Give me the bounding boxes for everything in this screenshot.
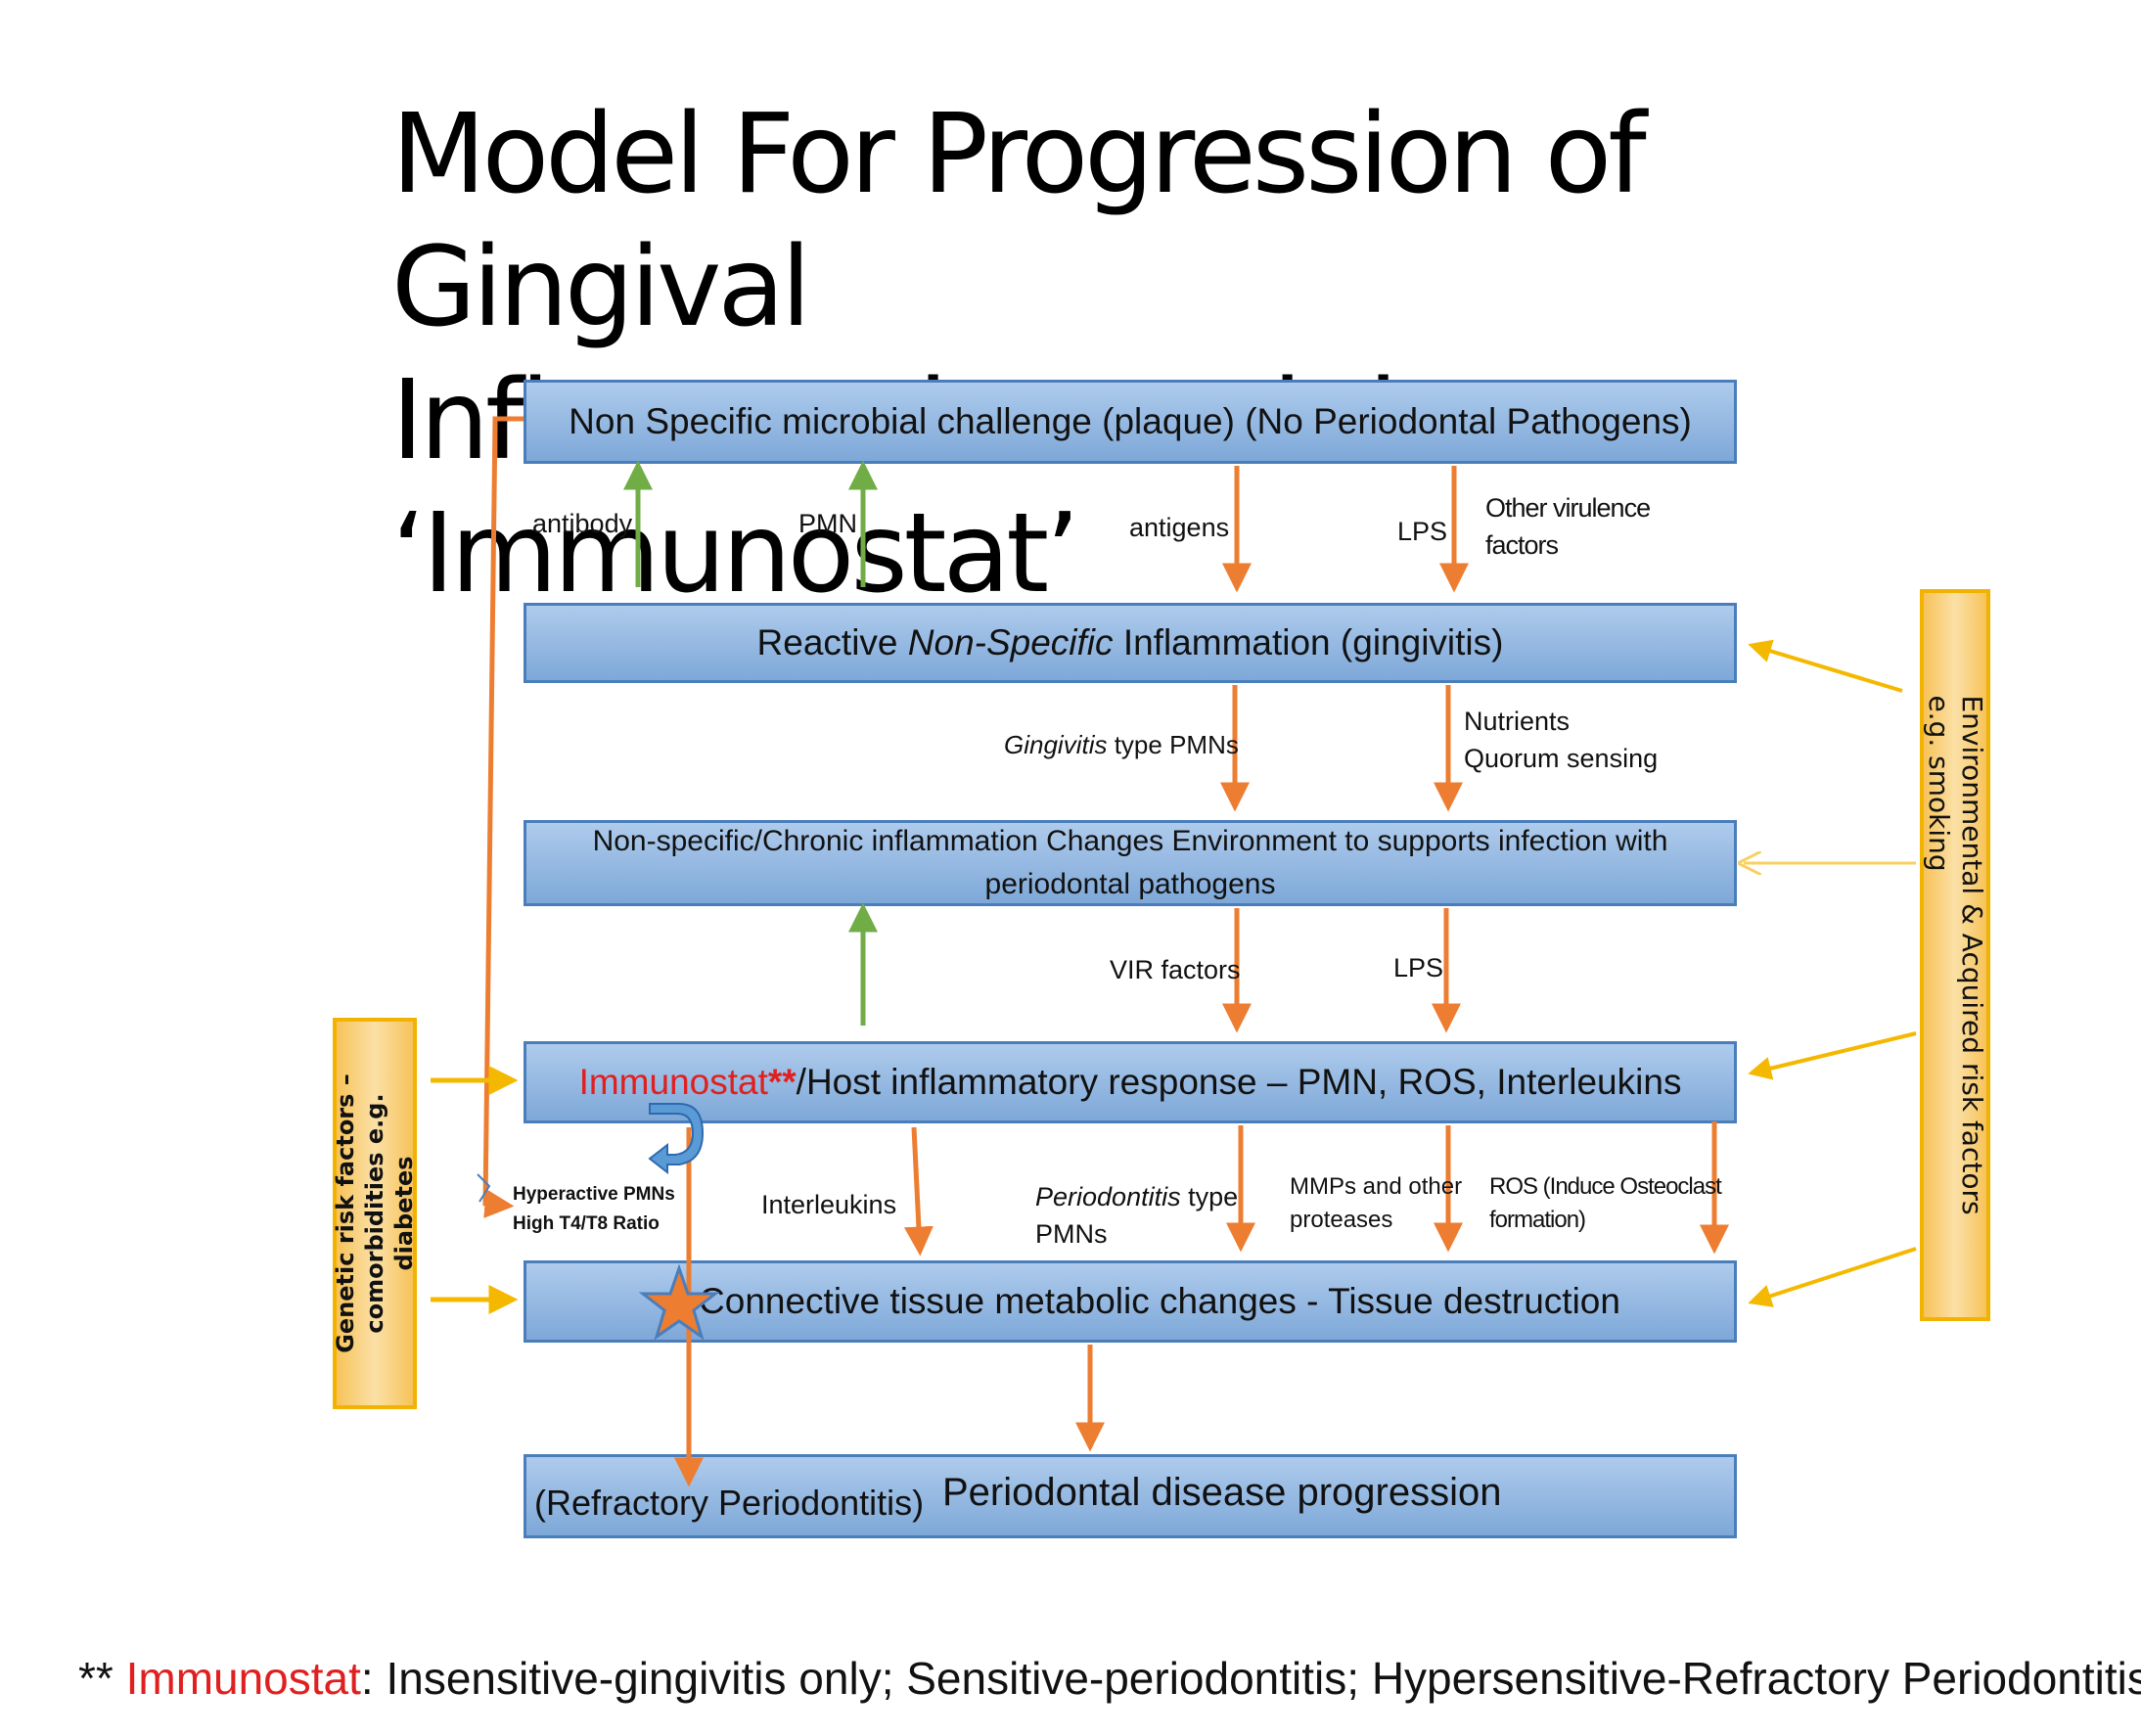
immunostat-stars: ** [767, 1062, 797, 1102]
footer-immunostat: Immunostat [125, 1653, 361, 1704]
hyperactive-feedback-loop [482, 416, 524, 1218]
reactive-suffix: Inflammation (gingivitis) [1113, 622, 1504, 662]
interleukins-arrow [903, 1126, 934, 1256]
ros-line-2: formation) [1489, 1207, 1586, 1233]
vir-factors-label: VIR factors [1110, 955, 1241, 984]
footer-stars: ** [78, 1653, 126, 1704]
periodontitis-pmns-line: PMNs [1035, 1219, 1108, 1249]
nutrients-quorum-label: Nutrients Quorum sensing [1464, 703, 1658, 777]
host-response-text: /Host inflammatory response – PMN, ROS, … [796, 1062, 1682, 1102]
ros-label: ROS (Induce Osteoclast formation) [1489, 1170, 1722, 1237]
gingivitis-pmns-suffix: type PMNs [1107, 730, 1239, 759]
periodontitis-type-suffix: type [1180, 1182, 1239, 1211]
hyperactive-pmns-line-2: High T4/T8 Ratio [513, 1213, 660, 1234]
other-virulence-line-1: Other virulence [1485, 493, 1651, 523]
box-chronic-inflammation: Non-specific/Chronic inflammation Change… [524, 820, 1737, 906]
mmps-line-2: proteases [1290, 1207, 1393, 1233]
title-line-1: Model For Progression of Gingival [391, 91, 1647, 351]
curved-blue-arrow-icon [648, 1103, 705, 1175]
periodontitis-pmns-label: Periodontitis type PMNs [1035, 1178, 1238, 1253]
other-virulence-line-2: factors [1485, 530, 1559, 560]
box-disease-progression: (Refractory Periodontitis) Periodontal d… [524, 1454, 1737, 1538]
box-reactive-inflammation: Reactive Non-Specific Inflammation (ging… [524, 603, 1737, 683]
genetic-risk-panel [333, 1018, 417, 1409]
antibody-label: antibody [532, 509, 633, 538]
star-icon [638, 1263, 720, 1341]
antigens-label: antigens [1129, 513, 1230, 542]
mmps-line-1: MMPs and other [1290, 1173, 1463, 1200]
refractory-periodontitis-label: (Refractory Periodontitis) [534, 1483, 925, 1523]
env-to-host-arrow [1748, 1031, 1917, 1080]
hyperactive-pmns-line-1: Hyperactive PMNs [513, 1184, 675, 1205]
reactive-prefix: Reactive [756, 622, 908, 662]
immunostat-term: Immunostat [578, 1062, 768, 1102]
env-to-tissue-arrow [1748, 1247, 1917, 1307]
box-microbial-challenge: Non Specific microbial challenge (plaque… [524, 380, 1737, 464]
non-specific-term: Non-Specific [907, 622, 1114, 662]
periodontitis-term: Periodontitis [1035, 1182, 1181, 1211]
other-virulence-label: Other virulence factors [1485, 489, 1651, 564]
hyperactive-pmns-label: Hyperactive PMNs High T4/T8 Ratio [513, 1180, 675, 1239]
footer-note: ** Immunostat: Insensitive-gingivitis on… [78, 1652, 2141, 1705]
box-reactive-inflammation-text: Reactive Non-Specific Inflammation (ging… [757, 622, 1504, 663]
lps-label-1: LPS [1397, 517, 1448, 546]
mmps-label: MMPs and other proteases [1290, 1170, 1462, 1237]
footer-definition: : Insensitive-gingivitis only; Sensitive… [360, 1653, 2141, 1704]
box-tissue-destruction: Connective tissue metabolic changes - Ti… [524, 1260, 1737, 1343]
blue-tick-mark [477, 1173, 491, 1203]
pmn-label: PMN [798, 509, 857, 538]
env-to-reactive-arrow [1748, 639, 1903, 693]
interleukins-label: Interleukins [761, 1190, 897, 1219]
quorum-sensing-line: Quorum sensing [1464, 744, 1659, 773]
box-microbial-challenge-text: Non Specific microbial challenge (plaque… [569, 401, 1692, 441]
box-tissue-destruction-text: Connective tissue metabolic changes - Ti… [699, 1281, 1620, 1321]
ros-line-1: ROS (Induce Osteoclast [1489, 1173, 1722, 1200]
box-immunostat-host-response: Immunostat**/Host inflammatory response … [524, 1041, 1737, 1123]
disease-progression-text: Periodontal disease progression [942, 1471, 1502, 1514]
periodontitis-type-line: Periodontitis type [1035, 1178, 1238, 1215]
box-chronic-inflammation-text: Non-specific/Chronic inflammation Change… [592, 825, 1668, 900]
environmental-risk-panel [1920, 589, 1990, 1321]
gingivitis-pmns-label: Gingivitis type PMNs [1004, 726, 1239, 763]
box-immunostat-text: Immunostat**/Host inflammatory response … [579, 1062, 1682, 1103]
nutrients-line: Nutrients [1464, 707, 1571, 736]
gingivitis-term: Gingivitis [1004, 730, 1108, 759]
lps-label-2: LPS [1393, 953, 1444, 982]
